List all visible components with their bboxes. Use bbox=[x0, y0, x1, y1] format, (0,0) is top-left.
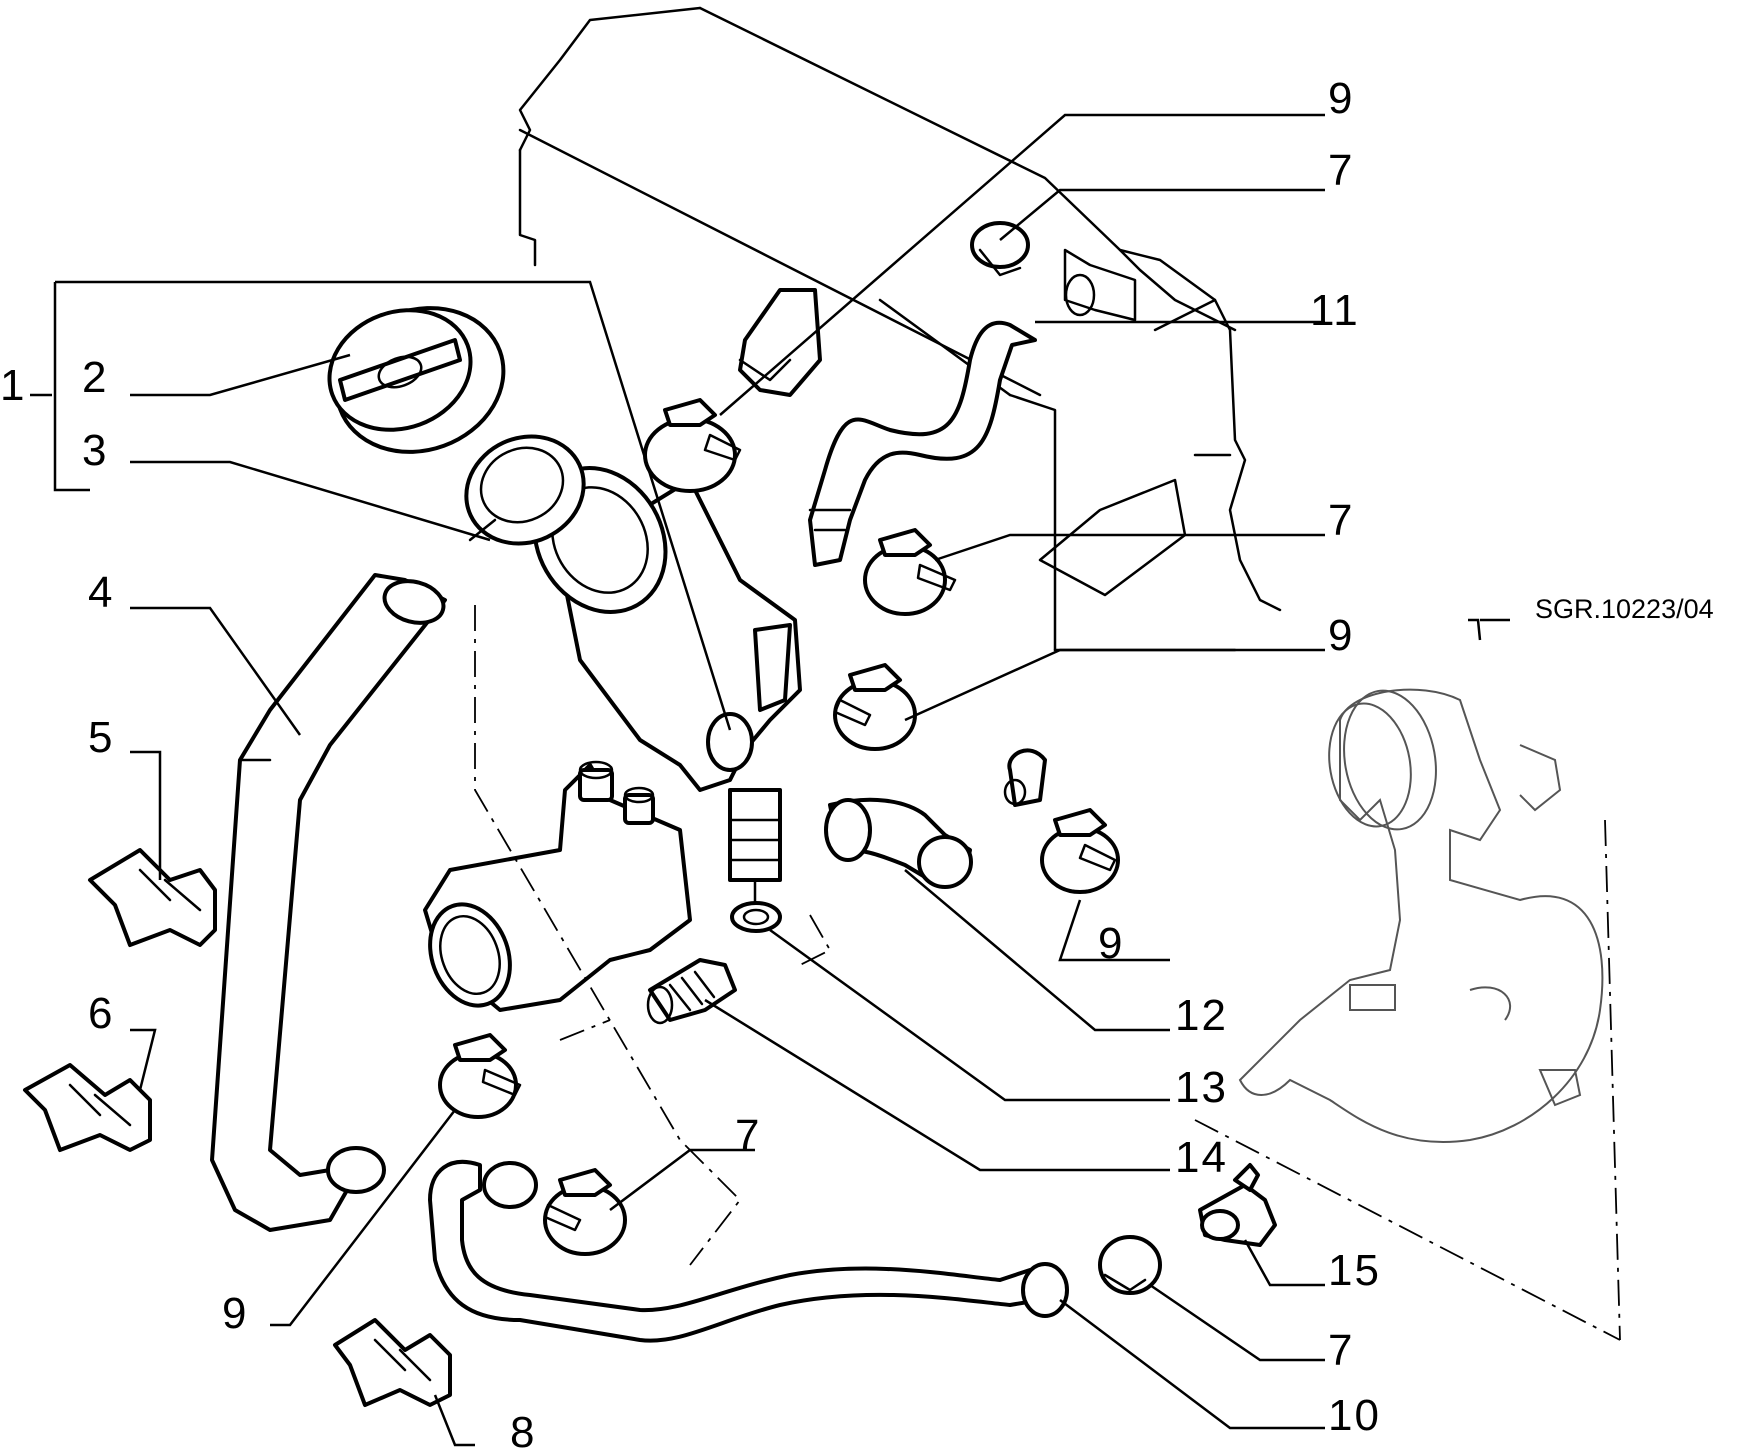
callout-6: 6 bbox=[88, 989, 114, 1038]
callout-8: 8 bbox=[510, 1408, 536, 1452]
clamp-9-mid bbox=[833, 663, 917, 751]
leader-lines bbox=[30, 113, 1510, 1447]
upper-vent-hose bbox=[738, 288, 822, 397]
clamps bbox=[438, 221, 1162, 1295]
callout-9-mid: 9 bbox=[1328, 611, 1354, 660]
callout-3: 3 bbox=[82, 426, 108, 475]
callout-4: 4 bbox=[88, 568, 114, 617]
oil-filler-cap bbox=[327, 306, 506, 454]
callout-7-mid: 7 bbox=[1328, 496, 1354, 545]
seal-ring bbox=[464, 434, 586, 546]
small-connector bbox=[1003, 748, 1047, 807]
clamp-9-upper bbox=[643, 398, 742, 493]
callout-14: 14 bbox=[1175, 1133, 1228, 1182]
clamp-9-lower bbox=[438, 1033, 522, 1119]
hose-10 bbox=[428, 1159, 1069, 1343]
union-fitting-14 bbox=[646, 958, 737, 1025]
clamp-7-top bbox=[970, 221, 1030, 277]
clamp-7-mid bbox=[863, 528, 957, 616]
callout-7-top: 7 bbox=[1328, 146, 1354, 195]
hose-11 bbox=[808, 320, 1037, 567]
clip-5 bbox=[88, 848, 217, 947]
callout-numbers: 1 2 3 4 5 6 9 7 11 7 9 9 12 13 14 7 9 15… bbox=[0, 74, 1381, 1452]
hose-12 bbox=[824, 797, 973, 889]
callout-12: 12 bbox=[1175, 991, 1228, 1040]
callout-1: 1 bbox=[0, 361, 26, 410]
hose-4 bbox=[210, 573, 447, 1232]
gasket-13 bbox=[730, 901, 782, 933]
callout-7-bottom: 7 bbox=[1328, 1326, 1354, 1375]
clip-6 bbox=[23, 1063, 152, 1152]
clamp-7-bottom-right bbox=[1098, 1235, 1162, 1295]
clamp-7-lower bbox=[543, 1168, 627, 1256]
drawing-reference: SGR.10223/04 bbox=[1535, 594, 1714, 624]
callout-9-right: 9 bbox=[1098, 919, 1124, 968]
valve-15 bbox=[1198, 1163, 1277, 1247]
reference-assembly-sketch bbox=[1238, 688, 1604, 1143]
callout-7-lower: 7 bbox=[735, 1111, 761, 1160]
clamp-9-right bbox=[1040, 808, 1120, 894]
callout-9-lower: 9 bbox=[222, 1289, 248, 1338]
callout-15: 15 bbox=[1328, 1246, 1381, 1295]
callout-11: 11 bbox=[1310, 286, 1360, 335]
callout-9-top: 9 bbox=[1328, 74, 1354, 123]
callout-2: 2 bbox=[82, 353, 108, 402]
callout-5: 5 bbox=[88, 713, 114, 762]
callout-10: 10 bbox=[1328, 1391, 1381, 1440]
engine-block-outline bbox=[518, 6, 1282, 652]
callout-13: 13 bbox=[1175, 1063, 1228, 1112]
clip-8 bbox=[333, 1318, 452, 1407]
thermostat-housing bbox=[423, 760, 692, 1012]
